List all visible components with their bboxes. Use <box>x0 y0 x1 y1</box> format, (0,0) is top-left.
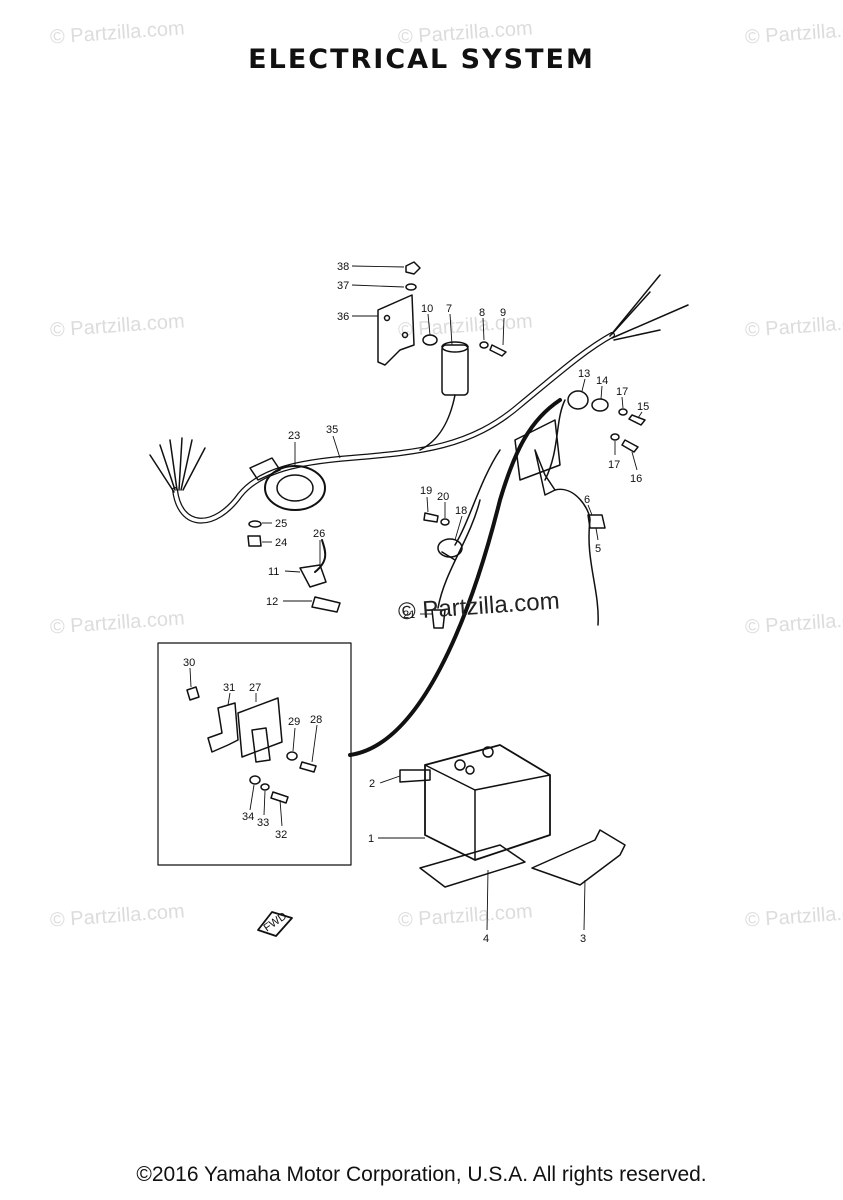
callout-37: 37 <box>337 280 349 292</box>
callout-34: 34 <box>242 811 254 823</box>
callout-19: 19 <box>420 485 432 497</box>
callout-7: 7 <box>446 303 452 315</box>
callout-9: 9 <box>500 307 506 319</box>
fwd-arrow <box>257 911 293 937</box>
callout-23: 23 <box>288 430 300 442</box>
callout-1: 1 <box>368 833 374 845</box>
plug-cable <box>314 539 327 573</box>
spark-plug <box>311 596 341 613</box>
callout-17a: 17 <box>616 386 628 398</box>
ignition-coil <box>441 344 469 396</box>
callout-33: 33 <box>257 817 269 829</box>
callout-20: 20 <box>437 491 449 503</box>
callout-35: 35 <box>326 424 338 436</box>
regulator <box>514 419 561 481</box>
battery <box>424 744 551 861</box>
copyright-footer: ©2016 Yamaha Motor Corporation, U.S.A. A… <box>136 1163 707 1186</box>
battery-band <box>531 829 626 886</box>
callout-18: 18 <box>455 505 467 517</box>
callout-38: 38 <box>337 261 349 273</box>
fwd-label: FWD <box>262 910 289 934</box>
callout-5: 5 <box>595 543 601 555</box>
callout-13: 13 <box>578 368 590 380</box>
callout-11: 11 <box>268 566 279 578</box>
callout-3: 3 <box>580 933 586 945</box>
page-title: ELECTRICAL SYSTEM <box>248 44 595 75</box>
callout-26: 26 <box>313 528 325 540</box>
callout-16: 16 <box>630 473 642 485</box>
callout-30: 30 <box>183 657 195 669</box>
callout-27: 27 <box>249 682 261 694</box>
callout-36: 36 <box>337 311 349 323</box>
callout-4: 4 <box>483 933 489 945</box>
callout-14: 14 <box>596 375 608 387</box>
bracket <box>377 294 415 366</box>
callout-24: 24 <box>275 537 287 549</box>
callout-8: 8 <box>479 307 485 319</box>
callout-6: 6 <box>584 494 590 506</box>
callout-2: 2 <box>369 778 375 790</box>
callout-28: 28 <box>310 714 322 726</box>
callout-10: 10 <box>421 303 433 315</box>
callout-21: 21 <box>403 609 415 621</box>
callout-31: 31 <box>223 682 235 694</box>
callout-32: 32 <box>275 829 287 841</box>
callout-17b: 17 <box>608 459 620 471</box>
inset-box <box>157 642 352 866</box>
battery-tray <box>419 844 526 888</box>
callout-29: 29 <box>288 716 300 728</box>
plug-cap <box>299 564 327 588</box>
callout-25: 25 <box>275 518 287 530</box>
callout-15: 15 <box>637 401 649 413</box>
callout-12: 12 <box>266 596 278 608</box>
battery-cable <box>348 398 562 757</box>
